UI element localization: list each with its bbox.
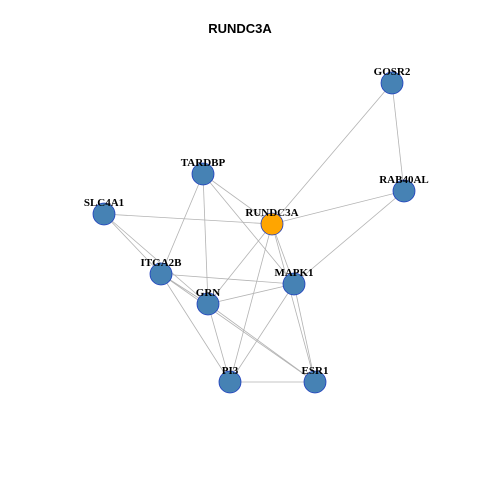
edge-itga2b-esr1 (160, 273, 316, 383)
node-label-rab40al: RAB40AL (379, 174, 429, 186)
node-label-itga2b: ITGA2B (141, 257, 183, 269)
edge-tardbp-rundc3a (202, 173, 273, 225)
graph-title: RUNDC3A (208, 21, 272, 36)
edge-grn-pi3 (207, 303, 231, 383)
node-label-gosr2: GOSR2 (374, 66, 411, 78)
edge-mapk1-grn (207, 283, 295, 305)
node-rundc3a (260, 212, 284, 236)
edge-rundc3a-grn (207, 223, 273, 305)
edge-slc4a1-itga2b (103, 213, 162, 275)
node-tardbp (191, 162, 215, 186)
node-rab40al (392, 179, 416, 203)
edge-tardbp-mapk1 (202, 173, 295, 285)
node-pi3 (218, 370, 242, 394)
node-label-grn: GRN (196, 287, 221, 299)
node-label-pi3: PI3 (222, 365, 239, 377)
edge-slc4a1-grn (103, 213, 209, 305)
node-gosr2 (380, 71, 404, 95)
edge-rundc3a-pi3 (229, 223, 273, 383)
edge-gosr2-rab40al (391, 82, 405, 192)
node-itga2b (149, 262, 173, 286)
edge-gosr2-rundc3a (271, 82, 393, 225)
edge-grn-esr1 (207, 303, 316, 383)
edge-itga2b-mapk1 (160, 273, 295, 285)
edge-slc4a1-rundc3a (103, 213, 273, 225)
edge-tardbp-grn (202, 173, 209, 305)
edge-mapk1-pi3 (229, 283, 295, 383)
edge-tardbp-itga2b (160, 173, 204, 275)
node-grn (196, 292, 220, 316)
edge-rab40al-mapk1 (293, 190, 405, 285)
edge-rundc3a-esr1 (271, 223, 316, 383)
node-label-slc4a1: SLC4A1 (84, 197, 124, 209)
edge-rab40al-rundc3a (271, 190, 405, 225)
node-label-tardbp: TARDBP (181, 157, 226, 169)
edge-itga2b-pi3 (160, 273, 231, 383)
node-mapk1 (282, 272, 306, 296)
edge-layer (103, 82, 405, 383)
node-label-esr1: ESR1 (302, 365, 329, 377)
edge-mapk1-esr1 (293, 283, 316, 383)
node-slc4a1 (92, 202, 116, 226)
node-esr1 (303, 370, 327, 394)
node-layer (92, 71, 416, 394)
node-label-rundc3a: RUNDC3A (245, 207, 298, 219)
node-label-mapk1: MAPK1 (274, 267, 313, 279)
